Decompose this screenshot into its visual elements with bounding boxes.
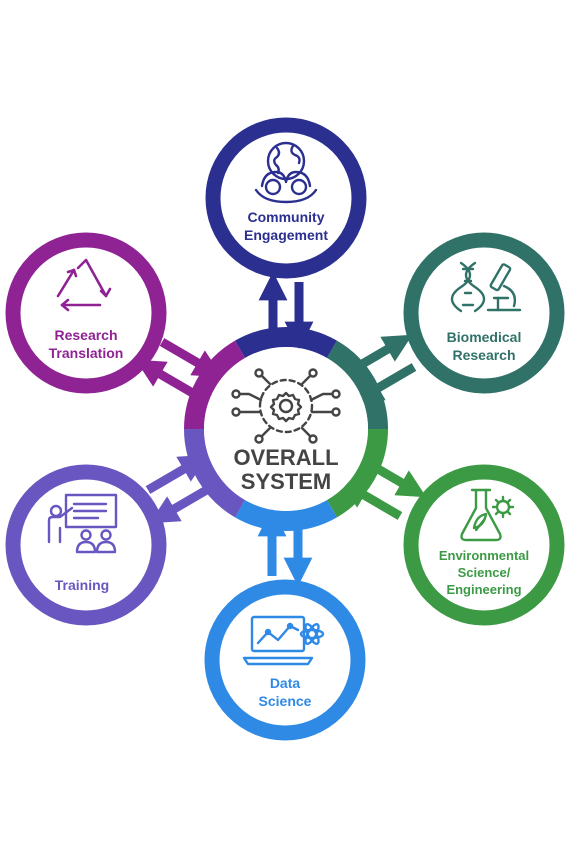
node-translation-line2: Translation bbox=[49, 345, 124, 361]
arrow-training-out bbox=[149, 484, 213, 524]
node-research-translation: Research Translation bbox=[5, 232, 167, 394]
node-biomedical-research: Biomedical Research bbox=[403, 232, 565, 394]
flask-leaf-gear-icon bbox=[460, 488, 515, 542]
arrow-translation-in bbox=[159, 338, 223, 378]
center-ring-segment-data bbox=[235, 499, 337, 531]
node-environmental-science: Environmental Science/ Engineering bbox=[403, 464, 565, 626]
center-ring-segment-translation bbox=[184, 340, 246, 430]
center-ring-segment-environmental bbox=[326, 428, 388, 518]
recycle-triangle-icon bbox=[56, 258, 112, 312]
globe-hands-icon bbox=[254, 141, 318, 204]
center-title-line2: SYSTEM bbox=[241, 469, 331, 494]
node-community-line2: Engagement bbox=[244, 227, 328, 243]
node-data-science: Data Science bbox=[204, 579, 366, 741]
center-ring-segment-training bbox=[184, 428, 246, 518]
node-environmental-line3: Engineering bbox=[446, 582, 521, 597]
node-biomedical-line1: Biomedical bbox=[447, 329, 522, 345]
dna-microscope-icon bbox=[450, 261, 522, 313]
node-community-engagement: Community Engagement bbox=[205, 117, 367, 279]
node-data-line1: Data bbox=[270, 675, 301, 691]
arrow-translation-out bbox=[135, 359, 199, 399]
node-environmental-line2: Science/ bbox=[458, 565, 511, 580]
center-ring-segment-biomedical bbox=[326, 340, 388, 430]
node-community-line1: Community bbox=[248, 209, 325, 225]
node-data-line2: Science bbox=[259, 693, 312, 709]
gear-network-icon bbox=[231, 368, 341, 444]
node-training: Training bbox=[5, 464, 167, 626]
node-training-line1: Training bbox=[55, 577, 109, 593]
laptop-chart-icon bbox=[242, 615, 325, 666]
center-core bbox=[204, 347, 368, 511]
center-ring-segment-community bbox=[235, 327, 337, 359]
arrow-training-in bbox=[145, 454, 209, 494]
node-biomedical-line2: Research bbox=[452, 347, 515, 363]
center-title-line1: OVERALL bbox=[233, 445, 338, 470]
node-environmental-line1: Environmental bbox=[439, 548, 529, 563]
node-translation-line1: Research bbox=[54, 327, 117, 343]
center-ring bbox=[184, 327, 388, 531]
presenter-board-icon bbox=[47, 493, 118, 554]
